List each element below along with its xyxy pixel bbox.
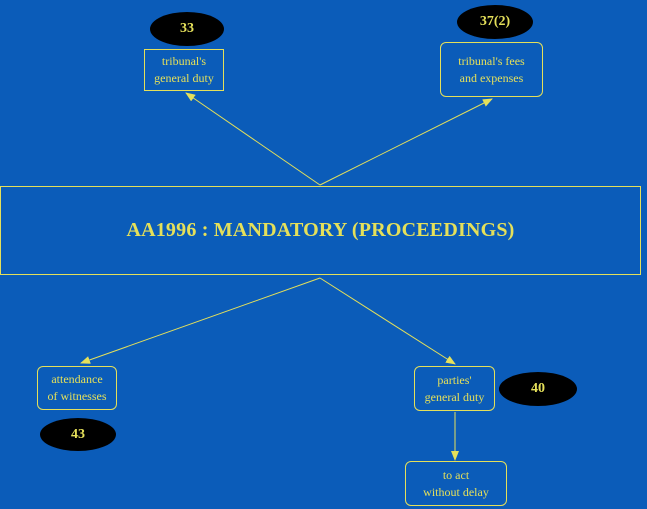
node-line: of witnesses [47, 389, 107, 403]
connector-to-parties-duty [319, 277, 456, 365]
node-line: parties' [437, 372, 472, 387]
node-line: general duty [154, 71, 214, 85]
node-line: tribunal's [161, 54, 207, 68]
connector-to-tribunal-general-duty [185, 92, 321, 186]
section-badge-43: 43 [40, 418, 116, 451]
connector-to-fees-expenses [319, 98, 493, 186]
connector-to-witnesses [80, 277, 321, 364]
section-badge-37-2: 37(2) [457, 5, 533, 39]
node-tribunal-general-duty[interactable]: tribunal's general duty [144, 49, 224, 91]
node-line: general duty [424, 389, 485, 404]
badge-label: 37(2) [479, 14, 511, 29]
badge-label: 33 [180, 21, 194, 36]
main-title: AA1996 : MANDATORY (PROCEEDINGS) [126, 219, 515, 241]
node-fees-expenses[interactable]: tribunal's fees and expenses [440, 42, 543, 97]
node-line: and expenses [459, 70, 524, 85]
section-badge-33: 33 [150, 12, 224, 46]
node-line: attendance [51, 372, 103, 386]
section-badge-40: 40 [499, 372, 577, 406]
badge-label: 43 [71, 426, 85, 442]
node-act-without-delay[interactable]: to act without delay [405, 461, 507, 506]
badge-label: 40 [531, 381, 545, 396]
node-attendance-of-witnesses[interactable]: attendance of witnesses [37, 366, 117, 410]
node-line: tribunal's fees [458, 53, 525, 68]
main-title-box: AA1996 : MANDATORY (PROCEEDINGS) [0, 186, 641, 275]
node-parties-general-duty[interactable]: parties' general duty [414, 366, 495, 411]
node-line: to act [442, 467, 470, 482]
node-line: without delay [423, 484, 489, 499]
